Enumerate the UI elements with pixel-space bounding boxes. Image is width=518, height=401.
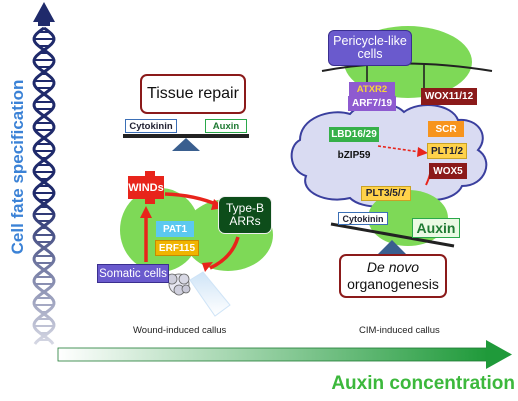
tissue-repair-box: Tissue repair	[140, 74, 246, 114]
balance-fulcrum-right	[378, 240, 406, 254]
winds-label: WINDs	[128, 181, 164, 194]
type-b-arrs-box: Type-B ARRs	[218, 196, 272, 234]
dna-helix-icon	[30, 2, 60, 350]
somatic-cells-box: Somatic cells	[97, 264, 169, 283]
pat1-box: PAT1	[156, 221, 194, 237]
y-axis-label: Cell fate specification	[8, 79, 27, 255]
x-axis-label: Auxin concentration	[331, 373, 515, 394]
wox5-box: WOX5	[429, 163, 467, 179]
atxr2-box: ATXR2	[349, 82, 395, 96]
bzip-label: bZIP59	[337, 150, 371, 161]
scr-box: SCR	[428, 121, 464, 137]
balance-beam-right	[330, 222, 455, 248]
auxin-label-left: Auxin	[205, 119, 247, 133]
de-novo-box: De novo organogenesis	[339, 254, 447, 298]
cim-induced-caption: CIM-induced callus	[359, 325, 440, 336]
plt357-box: PLT3/5/7	[361, 186, 411, 201]
cell-cluster-icon	[166, 273, 191, 296]
root-stub	[189, 271, 231, 317]
erf115-box: ERF115	[155, 240, 199, 256]
lbd-box: LBD16/29	[329, 127, 379, 142]
arf-box: ARF7/19	[348, 96, 396, 111]
winds-cross-shape	[128, 171, 164, 204]
auxin-label-right: Auxin	[412, 218, 460, 238]
wox11-box: WOX11/12	[421, 88, 477, 105]
wound-induced-caption: Wound-induced callus	[133, 325, 227, 336]
organogenesis-text: organogenesis	[347, 276, 439, 292]
cytokinin-label-right: Cytokinin	[338, 212, 388, 225]
balance-beam	[123, 134, 249, 138]
cytokinin-label-left: Cytokinin	[125, 119, 177, 133]
de-novo-text: De novo	[366, 259, 420, 275]
auxin-gradient-arrow	[57, 340, 512, 369]
balance-fulcrum	[172, 138, 200, 151]
plt12-box: PLT1/2	[427, 143, 467, 159]
pericycle-box: Pericycle-like cells	[328, 30, 412, 66]
